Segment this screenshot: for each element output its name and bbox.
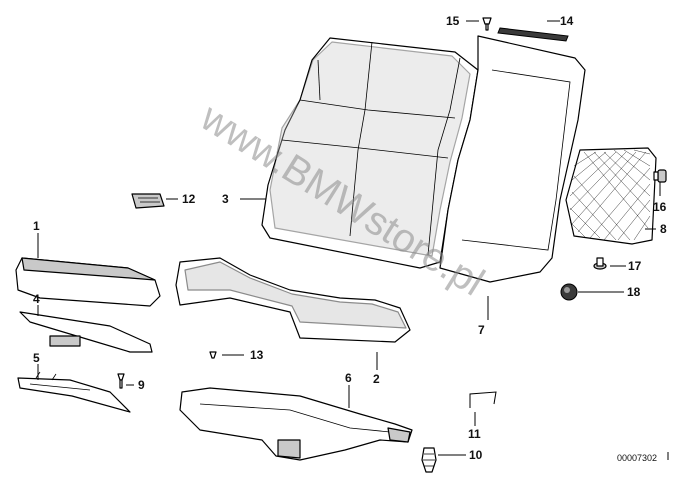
screw-part-17 — [593, 257, 607, 270]
leader-lines — [37, 20, 661, 456]
screw-part-9 — [117, 373, 125, 389]
callout-4: 4 — [33, 292, 40, 306]
callout-3: 3 — [222, 192, 229, 206]
callout-15: 15 — [446, 14, 460, 28]
callout-14: 14 — [560, 14, 574, 28]
callouts: 1 2 3 4 5 6 7 8 9 10 11 12 13 14 15 16 1… — [33, 14, 667, 462]
callout-5: 5 — [33, 351, 40, 365]
callout-11: 11 — [468, 427, 481, 441]
callout-13: 13 — [250, 348, 264, 362]
net-pocket-part — [565, 147, 657, 245]
callout-1: 1 — [33, 219, 40, 233]
side-pad-part — [15, 257, 161, 307]
callout-16: 16 — [653, 200, 667, 214]
cap-part — [560, 283, 578, 301]
callout-7: 7 — [478, 323, 485, 337]
callout-9: 9 — [138, 378, 145, 392]
rail-trim-part — [17, 371, 131, 413]
rear-panel-part — [439, 35, 586, 283]
trim-panel-part — [19, 311, 153, 353]
wire-clip-part — [469, 391, 497, 408]
callout-10: 10 — [469, 448, 483, 462]
callout-6: 6 — [345, 371, 352, 385]
callout-18: 18 — [627, 285, 641, 299]
callout-17: 17 — [628, 259, 642, 273]
trim-strip-part — [497, 27, 569, 42]
callout-8: 8 — [660, 222, 667, 236]
callout-2: 2 — [373, 372, 380, 386]
clip-part — [131, 193, 165, 209]
document-number: 00007302 — [617, 453, 657, 463]
screw-part-16 — [653, 169, 667, 183]
backrest-cover-part — [261, 37, 479, 269]
seat-cushion-part — [175, 257, 411, 343]
callout-12: 12 — [182, 192, 196, 206]
push-nut-part — [421, 447, 437, 473]
expanding-rivet-part — [482, 17, 492, 31]
seat-base-part — [179, 387, 413, 461]
rivet-part-13 — [209, 351, 217, 359]
